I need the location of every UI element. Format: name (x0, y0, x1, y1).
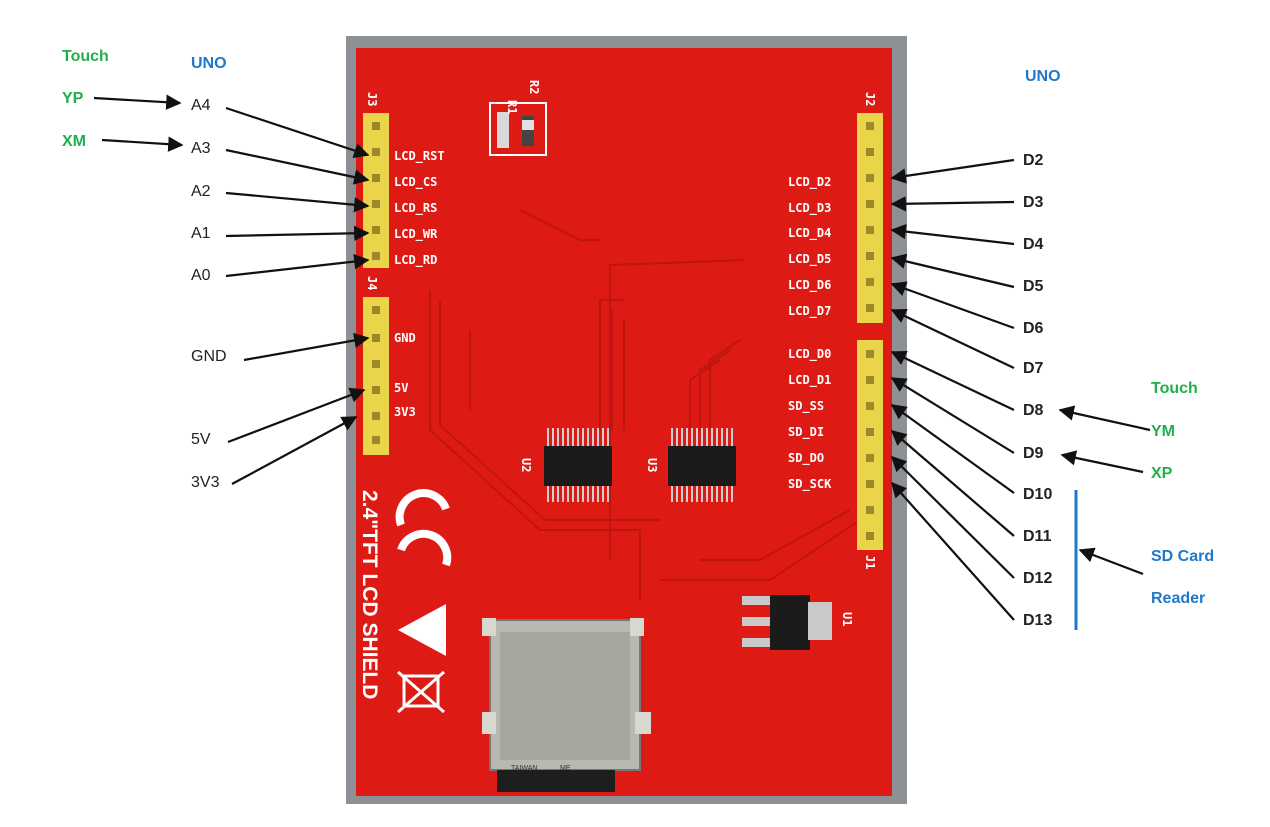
touch-pin-label: YP (62, 90, 84, 107)
pin-label: LCD_D3 (788, 201, 831, 216)
touch-pin-label: XP (1151, 465, 1173, 482)
j4-label: J4 (365, 276, 379, 290)
touch-pin-label: XM (62, 133, 86, 150)
board-title: 2.4"TFT LCD SHIELD (358, 490, 381, 699)
header-j2 (857, 113, 883, 323)
uno-pin-label: D13 (1023, 612, 1053, 629)
pin-label: LCD_WR (394, 227, 438, 242)
left-touch-heading: Touch (62, 48, 109, 65)
header-j3 (363, 113, 389, 268)
header-j1 (857, 340, 883, 550)
pin-label: 5V (394, 381, 408, 395)
u2-label: U2 (519, 458, 533, 472)
uno-pin-label: D11 (1023, 528, 1052, 545)
uno-pin-label: D5 (1023, 278, 1044, 295)
card-text: ME (560, 765, 571, 772)
uno-pin-label: D12 (1023, 570, 1053, 587)
pin-label: LCD_CS (394, 175, 437, 190)
uno-pin-label: D9 (1023, 445, 1044, 462)
uno-pin-label: D7 (1023, 360, 1044, 377)
header-j4 (363, 297, 389, 455)
pin-label: LCD_D7 (788, 304, 831, 319)
pin-label: LCD_D2 (788, 175, 831, 190)
chip-u2 (544, 428, 612, 502)
esd-warning-icon (398, 604, 446, 656)
sd-card-slot (482, 618, 651, 792)
j1-label: J1 (863, 555, 877, 569)
pin-label: LCD_RS (394, 201, 437, 216)
uno-pin-label: A0 (191, 267, 211, 284)
chip-u3 (668, 428, 736, 502)
connector-arrows (93, 94, 1151, 621)
sd-card-label: SD Card (1151, 548, 1215, 565)
j2-label: J2 (863, 92, 877, 106)
pin-label: LCD_RST (394, 149, 445, 164)
left-uno-heading: UNO (191, 55, 227, 72)
u1-label: U1 (840, 612, 854, 626)
pin-label: LCD_D4 (788, 226, 831, 241)
uno-pin-label: A4 (191, 97, 211, 114)
r1-label: R1 (505, 100, 519, 114)
sd-reader-label: Reader (1151, 590, 1206, 607)
right-touch-heading: Touch (1151, 380, 1198, 397)
right-uno-heading: UNO (1025, 68, 1061, 85)
uno-pin-label: D4 (1023, 236, 1044, 253)
uno-pin-label: GND (191, 348, 227, 365)
ce-mark-icon (395, 489, 452, 567)
touch-pin-label: YM (1151, 423, 1175, 440)
u3-label: U3 (645, 458, 659, 472)
uno-pin-label: D8 (1023, 402, 1044, 419)
j3-label: J3 (365, 92, 379, 106)
regulator-u1 (742, 595, 832, 650)
resistor-pads (489, 102, 547, 156)
pin-label: SD_SS (788, 399, 824, 414)
pin-label: GND (394, 331, 416, 345)
uno-pin-label: 3V3 (191, 474, 220, 491)
uno-pin-label: A3 (191, 140, 211, 157)
uno-pin-label: A1 (191, 225, 211, 242)
r2-label: R2 (527, 80, 541, 94)
weee-bin-icon (397, 670, 445, 714)
pin-label: 3V3 (394, 405, 416, 419)
uno-pin-label: 5V (191, 431, 211, 448)
pin-label: LCD_D0 (788, 347, 831, 362)
pin-label: LCD_D1 (788, 373, 831, 388)
uno-pin-label: D2 (1023, 152, 1044, 169)
pin-label: LCD_D5 (788, 252, 831, 267)
pin-label: LCD_RD (394, 253, 437, 268)
pin-label: SD_DO (788, 451, 824, 466)
pin-label: SD_SCK (788, 477, 832, 492)
pin-label: LCD_D6 (788, 278, 831, 293)
uno-pin-label: D6 (1023, 320, 1044, 337)
uno-pin-label: D10 (1023, 486, 1053, 503)
card-text: TAIWAN (511, 765, 537, 772)
uno-pin-label: D3 (1023, 194, 1044, 211)
pin-label: SD_DI (788, 425, 824, 440)
uno-pin-label: A2 (191, 183, 211, 200)
